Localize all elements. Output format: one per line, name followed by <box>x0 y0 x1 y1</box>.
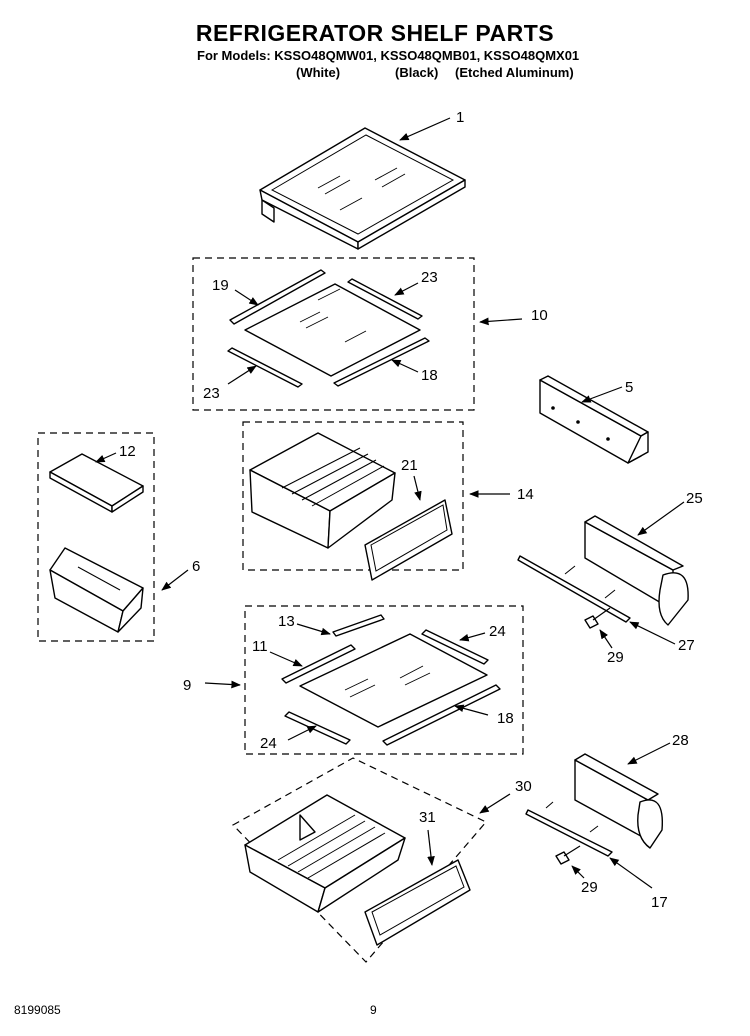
callout-18-lower: 18 <box>497 710 514 727</box>
part-31-front <box>364 859 471 946</box>
page-number: 9 <box>370 1003 377 1017</box>
group-30-parts <box>244 794 471 946</box>
leader-lines <box>95 117 685 889</box>
group-10-parts <box>227 269 430 388</box>
group-6-parts <box>49 453 144 633</box>
callout-14: 14 <box>517 486 534 503</box>
models-line: For Models: KSSO48QMW01, KSSO48QMB01, KS… <box>197 48 580 63</box>
part-17-rail <box>525 801 613 865</box>
part-1-glass-shelf <box>259 127 466 250</box>
group-box-9 <box>244 605 524 755</box>
callout-labels: 1 19 23 10 23 18 5 12 21 14 25 6 13 11 2… <box>119 109 703 911</box>
part-24-trim-upper <box>421 629 489 665</box>
part-18-trim-lower <box>382 684 501 746</box>
part-23-trim-lower <box>227 347 303 388</box>
part-19-trim <box>229 269 326 325</box>
callout-10: 10 <box>531 307 548 324</box>
callout-18-upper: 18 <box>421 367 438 384</box>
callout-24-upper: 24 <box>489 623 506 640</box>
part-13-trim <box>332 614 385 637</box>
callout-24-lower: 24 <box>260 735 277 752</box>
callout-13: 13 <box>278 613 295 630</box>
part-23-trim-upper <box>347 278 423 320</box>
part-21-front <box>364 499 453 581</box>
variant-aluminum: (Etched Aluminum) <box>455 65 574 80</box>
part-18-trim <box>333 337 430 387</box>
callout-29-lower: 29 <box>581 879 598 896</box>
part-27-rail <box>517 555 631 629</box>
callout-1: 1 <box>456 109 464 126</box>
variant-white: (White) <box>296 65 341 80</box>
callout-23-lower: 23 <box>203 385 220 402</box>
doc-number: 8199085 <box>14 1003 61 1017</box>
callout-5: 5 <box>625 379 633 396</box>
part-11-trim <box>281 644 356 684</box>
variant-black: (Black) <box>395 65 439 80</box>
callout-9: 9 <box>183 677 191 694</box>
callout-17: 17 <box>651 894 668 911</box>
callout-21: 21 <box>401 457 418 474</box>
part-24-trim-lower <box>284 711 351 745</box>
part-5-cover <box>539 375 649 464</box>
group-14-parts <box>249 432 453 581</box>
part-25-cover <box>584 515 689 626</box>
group-box-30 <box>232 757 487 963</box>
group-9-parts <box>281 614 501 746</box>
callout-23-upper: 23 <box>421 269 438 286</box>
part-28-cover <box>574 753 664 849</box>
callout-31: 31 <box>419 809 436 826</box>
callout-11: 11 <box>252 638 268 655</box>
callout-12: 12 <box>119 443 136 460</box>
callout-29-upper: 29 <box>607 649 624 666</box>
callout-30: 30 <box>515 778 532 795</box>
callout-27: 27 <box>678 637 695 654</box>
callout-28: 28 <box>672 732 689 749</box>
callout-19: 19 <box>212 277 229 294</box>
callout-25: 25 <box>686 490 703 507</box>
group-box-14 <box>242 421 464 571</box>
page-title: REFRIGERATOR SHELF PARTS <box>195 20 555 46</box>
callout-6: 6 <box>192 558 200 575</box>
group-box-6 <box>37 432 155 642</box>
